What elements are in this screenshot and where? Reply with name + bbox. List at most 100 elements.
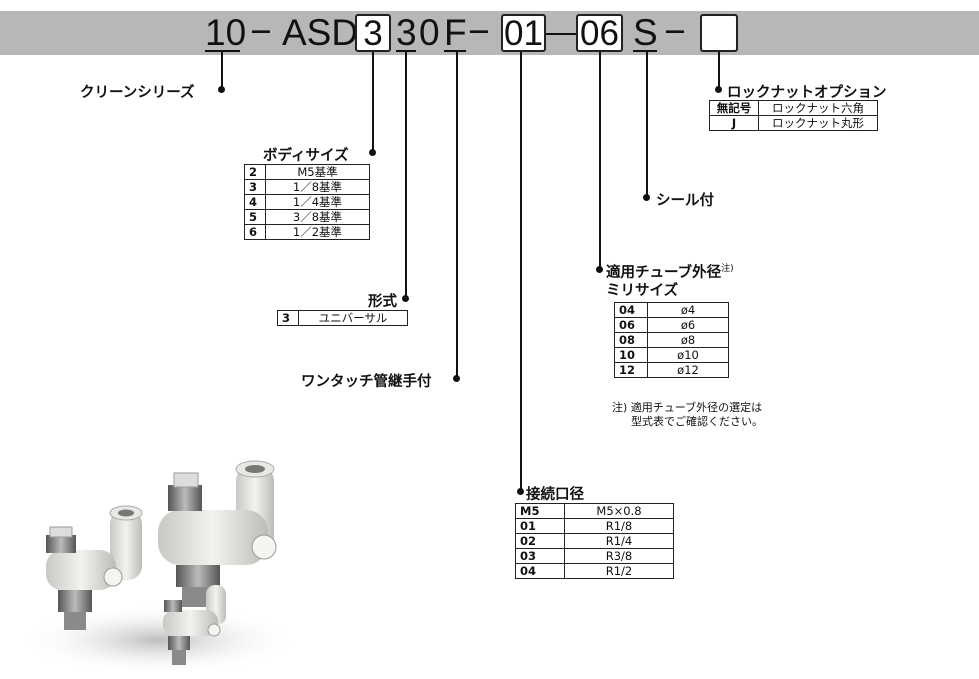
table-value: ø12 (647, 362, 729, 378)
leader-dot-connection (517, 488, 524, 495)
leader-tube-od (599, 52, 601, 269)
tube-note-line2: 型式表でご確認ください。 (631, 415, 763, 428)
model-code-band (0, 11, 979, 55)
leader-cleanroom (221, 52, 223, 90)
table-key: 08 (614, 332, 648, 348)
label-locknut: ロックナットオプション (727, 85, 887, 101)
label-connection: 接続口径 (526, 487, 584, 503)
tube-note-line1: 注) 適用チューブ外径の選定は (612, 401, 763, 414)
fitting-left (46, 505, 143, 630)
leader-dot-cleanroom (218, 86, 225, 93)
table-key: 02 (515, 533, 565, 549)
leader-dot-tube-od (596, 266, 603, 273)
table-key: 無記号 (709, 100, 759, 116)
leader-dot-body-size (369, 149, 376, 156)
table-key: 2 (244, 164, 266, 180)
code-seal: S (633, 12, 658, 53)
code-dash-3: − (664, 11, 686, 52)
port-box: 01 (501, 14, 546, 52)
leader-dot-seal (643, 194, 650, 201)
leader-dot-type (402, 295, 409, 302)
table-value: ロックナット丸形 (758, 115, 878, 131)
table-value: R3/8 (564, 548, 674, 564)
label-tube-od-note: 注) (721, 264, 734, 275)
code-series: ASD (282, 12, 359, 53)
table-key: 6 (244, 224, 266, 240)
leader-body-size (372, 52, 374, 152)
label-tube-od-text: 適用チューブ外径 (606, 265, 722, 281)
tube-value: 06 (580, 14, 619, 53)
table-value: ø6 (647, 317, 729, 333)
table-key: M5 (515, 503, 565, 519)
table-value: 3／8基準 (265, 209, 370, 225)
tube-box: 06 (576, 14, 623, 52)
table-value: ø4 (647, 302, 729, 318)
table-key: 10 (614, 347, 648, 363)
leader-connection (520, 52, 522, 492)
leader-dot-one-touch (453, 375, 460, 382)
connector-line (546, 33, 576, 35)
leader-seal (646, 52, 648, 198)
label-tube-od: 適用チューブ外径注) (606, 261, 734, 282)
table-value: R1/8 (564, 518, 674, 534)
leader-type (405, 52, 407, 298)
code-dash-1: − (250, 11, 272, 52)
table-value: 1／4基準 (265, 194, 370, 210)
table-value: 1／2基準 (265, 224, 370, 240)
label-metric: ミリサイズ (606, 283, 679, 299)
table-key: 01 (515, 518, 565, 534)
table-value: ø8 (647, 332, 729, 348)
port-value: 01 (504, 14, 543, 53)
table-value: ø10 (647, 347, 729, 363)
label-cleanroom: クリーンシリーズ (80, 85, 195, 101)
code-prefix: 10 (205, 12, 247, 53)
code-zero: 0 (419, 12, 440, 53)
seal-underline (633, 50, 657, 52)
label-seal: シール付 (656, 193, 714, 209)
table-key: 12 (614, 362, 648, 378)
fitting-large (158, 460, 277, 607)
leader-locknut (718, 52, 720, 89)
table-value: R1/2 (564, 563, 674, 579)
leader-one-touch (456, 52, 458, 379)
code-dash-2: − (468, 11, 490, 52)
table-key: 03 (515, 548, 565, 564)
table-key: 04 (515, 563, 565, 579)
table-key: 06 (614, 317, 648, 333)
table-value: M5×0.8 (564, 503, 674, 519)
table-value: M5基準 (265, 164, 370, 180)
fitting-small (163, 585, 226, 665)
table-key: 04 (614, 302, 648, 318)
label-body-size: ボディサイズ (263, 148, 349, 164)
table-row: 無記号ロックナット六角 (709, 100, 878, 116)
option-box (700, 14, 738, 52)
label-one-touch: ワンタッチ管継手付 (301, 374, 432, 390)
table-value: ロックナット六角 (758, 100, 878, 116)
table-key: 3 (244, 179, 266, 195)
table-key: 5 (244, 209, 266, 225)
label-type: 形式 (368, 294, 397, 310)
code-type: 3 (396, 12, 417, 53)
type-underline (396, 50, 416, 52)
code-f: F (444, 12, 467, 53)
prefix-underline (205, 50, 240, 52)
body-size-value: 3 (363, 14, 383, 53)
